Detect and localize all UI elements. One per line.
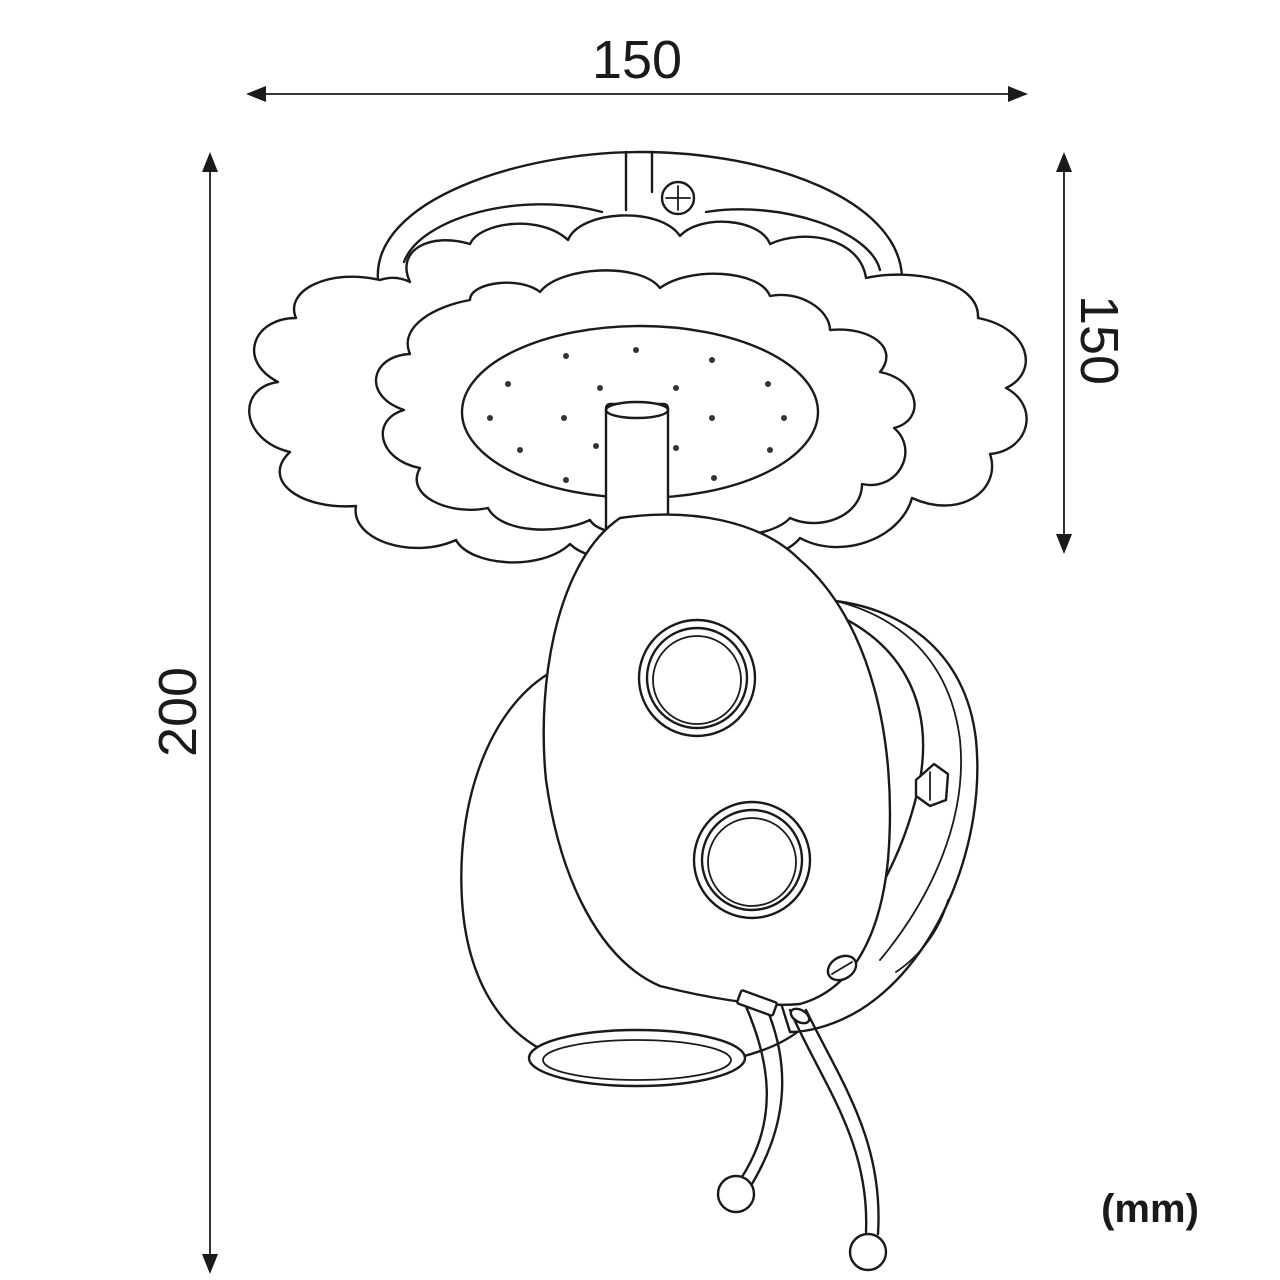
light-opening [527,1028,747,1088]
depth-arrow-bottom [1056,534,1072,554]
depth-arrow-top [1056,152,1072,172]
depth-dimension: 150 [1056,152,1129,554]
ladybug-right-wing-edge [831,599,962,961]
depth-label: 150 [1069,295,1129,385]
ladybug-wing-slot [895,899,949,973]
light-opening-inner [542,1039,732,1081]
mounting-plate-inner [402,203,882,272]
ladybug-antennae [716,989,888,1272]
height-arrow-bottom [202,1254,218,1274]
width-label: 150 [592,30,682,90]
pivot-screw-icon [826,954,858,982]
unit-label: (mm) [1101,1187,1199,1231]
mount-bracket [624,150,654,212]
height-dimension: 200 [148,152,218,1274]
ladybug-spot-lower [692,800,812,920]
mounting-plate [376,150,904,282]
lamp-illustration [248,150,1028,1272]
width-arrow-left [246,86,266,102]
canopy-disc-dots [487,347,787,483]
ladybug-spot-upper [637,618,757,738]
width-arrow-right [1008,86,1028,102]
height-label: 200 [148,667,208,757]
height-arrow-top [202,152,218,172]
antenna-ball-right [848,1232,888,1272]
width-dimension: 150 [246,30,1028,102]
switch-icon [914,762,950,808]
mount-screw-icon [660,180,696,216]
antenna-ball-left [716,1174,756,1214]
